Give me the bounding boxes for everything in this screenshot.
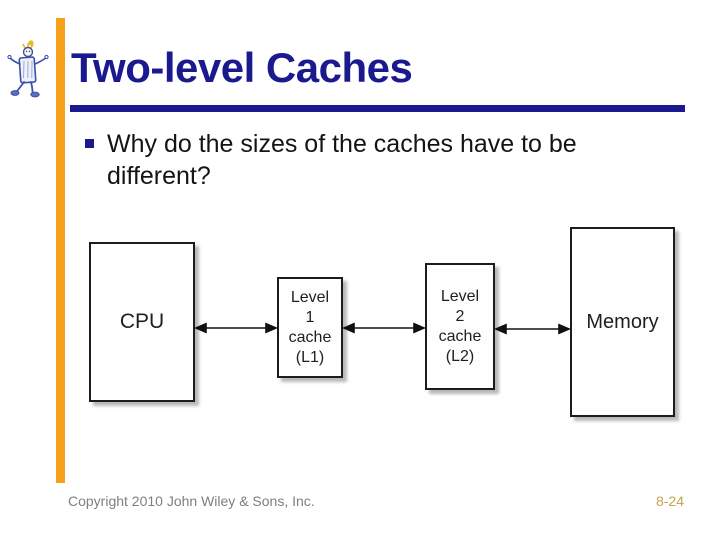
- l1-line-1: Level: [290, 288, 330, 306]
- l1-line-2: 1: [305, 308, 315, 326]
- diagram-node-l2-cache: Level 2 cache (L2): [425, 263, 495, 390]
- title-divider: [70, 105, 685, 112]
- l2-line-2: 2: [455, 307, 465, 325]
- page-number: 8-24: [655, 493, 684, 509]
- diagram-node-cpu: CPU: [89, 242, 195, 402]
- l2-line-1: Level: [440, 287, 480, 305]
- diagram-node-l1-cache: Level 1 cache (L1): [277, 277, 343, 378]
- bullet-text: Why do the sizes of the caches have to b…: [107, 130, 577, 190]
- l1-line-3: cache: [288, 328, 332, 346]
- accent-bar: [56, 18, 65, 483]
- l2-line-3: cache: [438, 327, 482, 345]
- l1-cache-label: Level 1 cache (L1): [289, 288, 332, 368]
- page-title: Two-level Caches: [71, 44, 413, 91]
- cpu-label: CPU: [119, 310, 165, 333]
- l1-line-4: (L1): [295, 348, 325, 366]
- diagram-node-memory: Memory: [570, 227, 675, 417]
- memory-label: Memory: [586, 310, 659, 333]
- walking-chip-mascot-icon: [7, 40, 49, 98]
- copyright-text: Copyright 2010 John Wiley & Sons, Inc.: [68, 493, 315, 509]
- bullet-square-icon: [85, 139, 94, 148]
- l2-cache-label: Level 2 cache (L2): [439, 287, 482, 367]
- l2-line-4: (L2): [445, 347, 475, 365]
- bullet-item: Why do the sizes of the caches have to b…: [85, 128, 630, 192]
